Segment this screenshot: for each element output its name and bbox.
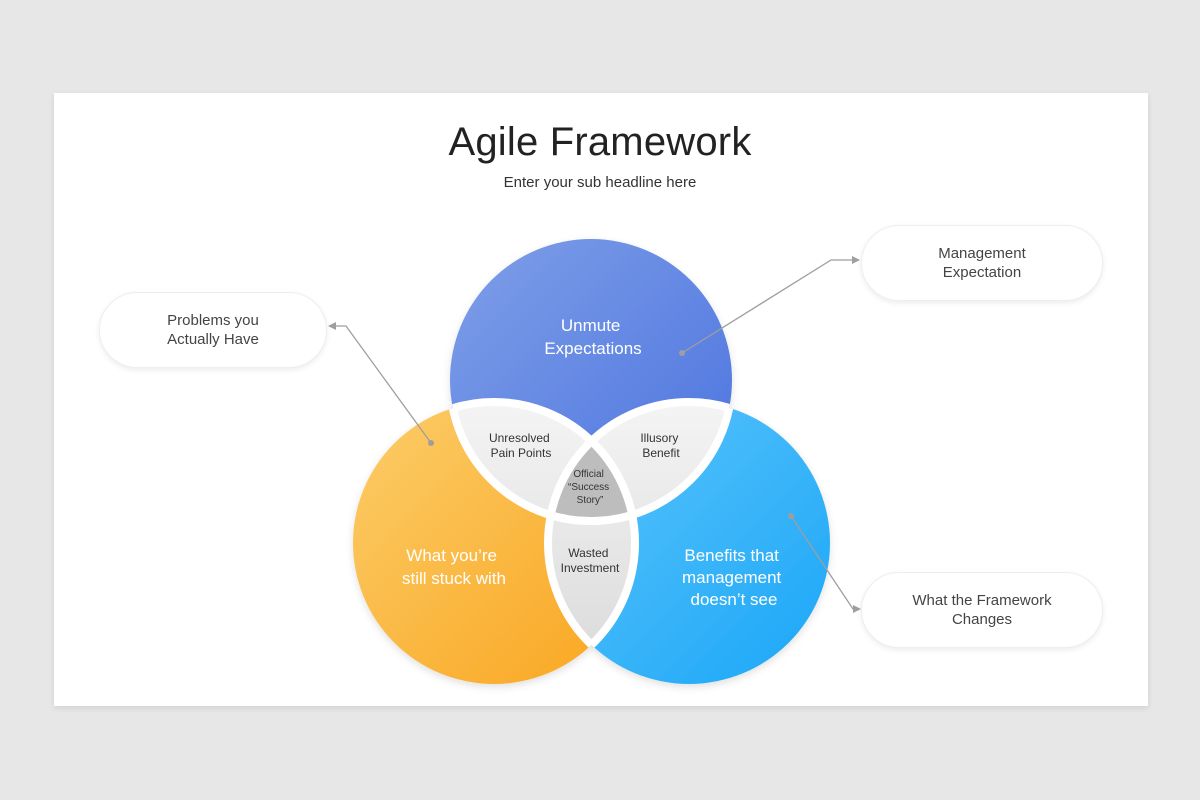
callout-problems: Problems you Actually Have — [99, 292, 327, 368]
arrowhead-management — [852, 256, 860, 264]
connector-dot-changes — [788, 513, 794, 519]
page-subtitle: Enter your sub headline here — [503, 174, 697, 191]
top-circle-label: Unmute Expectations — [544, 316, 641, 358]
overlap-top-left-label: Unresolved Pain Points — [489, 431, 553, 460]
overlap-center-label: Official “Success Story” — [568, 469, 612, 506]
connector-management — [681, 259, 853, 354]
page-title: Agile Framework — [448, 120, 752, 164]
right-circle-label: Benefits that management doesn’t see — [682, 546, 786, 609]
overlap-top-right-label: Illusory Benefit — [640, 431, 681, 460]
connector-dot-problems — [428, 440, 434, 446]
callout-management: Management Expectation — [861, 225, 1103, 301]
arrowhead-changes — [853, 605, 861, 613]
left-circle-label: What you’re still stuck with — [402, 546, 506, 588]
connector-dot-management — [679, 350, 685, 356]
arrowhead-problems — [328, 322, 336, 330]
callout-changes: What the Framework Changes — [861, 572, 1103, 648]
connector-problems — [331, 325, 432, 444]
overlap-left-right-label: Wasted Investment — [561, 546, 620, 575]
